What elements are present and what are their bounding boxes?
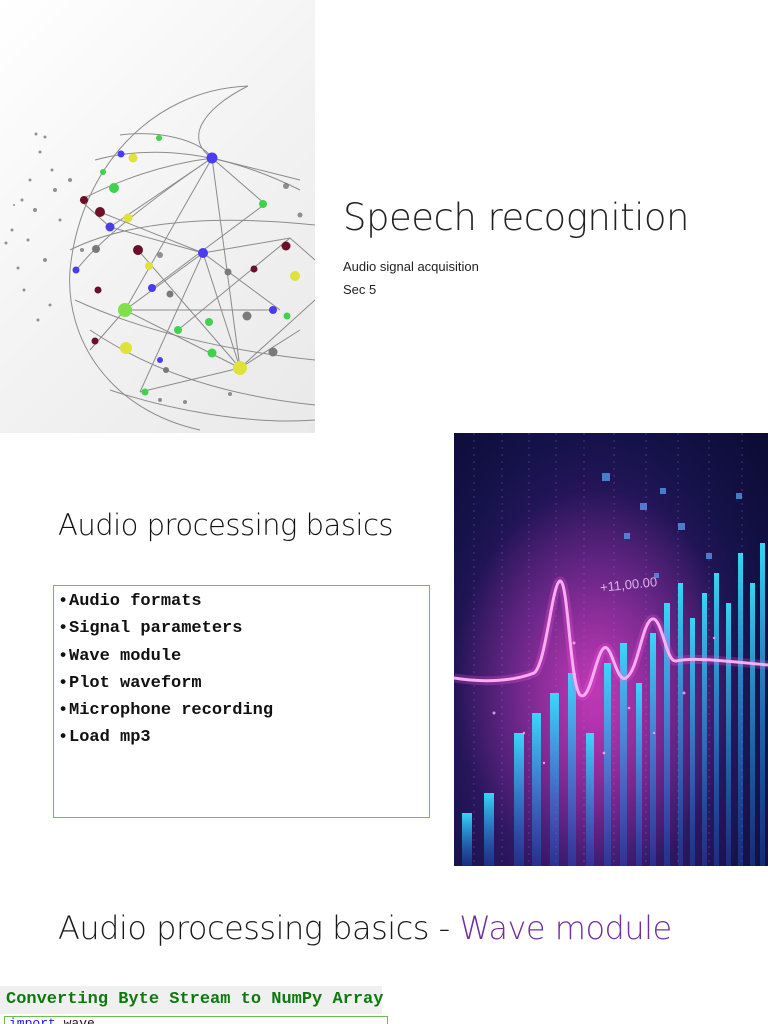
bullet-marker: • <box>58 673 69 693</box>
slide-heading-prefix: Audio processing basics - <box>58 909 460 947</box>
list-item-text: Load mp3 <box>69 728 151 748</box>
list-item: •Plot waveform <box>58 670 429 697</box>
code-keyword: import <box>9 1016 56 1024</box>
list-item: •Load mp3 <box>58 724 429 751</box>
slide-heading: Audio processing basics <box>58 508 394 542</box>
slide-audio-basics: Audio processing basics •Audio formats •… <box>0 433 768 866</box>
waveform-graphic <box>454 433 768 866</box>
bullet-marker: • <box>58 728 69 748</box>
code-section-header: Converting Byte Stream to NumPy Array <box>0 986 383 1014</box>
bullet-marker: • <box>58 701 69 721</box>
network-globe-illustration <box>0 0 315 433</box>
slide-heading-accent: Wave module <box>459 909 672 947</box>
code-block: import wave <box>4 1016 388 1024</box>
slide-title-text: Speech recognition <box>343 196 690 239</box>
list-item-text: Audio formats <box>69 592 202 611</box>
bullet-marker: • <box>58 592 69 611</box>
list-item: •Wave module <box>58 643 429 670</box>
list-item-text: Wave module <box>69 646 182 666</box>
list-item: •Audio formats <box>58 588 429 615</box>
section-label: Sec 5 <box>343 282 377 297</box>
bullet-list-box: •Audio formats •Signal parameters •Wave … <box>53 585 430 818</box>
audio-waveform-illustration: +11,00.00 <box>454 433 768 866</box>
slide-subtitle: Audio signal acquisition <box>343 259 479 274</box>
list-item-text: Plot waveform <box>69 673 202 693</box>
code-text: wave <box>55 1016 95 1024</box>
list-item: •Signal parameters <box>58 615 429 642</box>
list-item-text: Microphone recording <box>69 701 274 721</box>
slide-title: Speech recognition Audio signal acquisit… <box>0 0 768 433</box>
list-item: •Microphone recording <box>58 697 429 724</box>
slide-wave-module: Audio processing basics - Wave module Co… <box>0 866 768 1024</box>
list-item-text: Signal parameters <box>69 619 243 639</box>
slide-heading: Audio processing basics - Wave module <box>58 909 672 947</box>
network-globe-graphic <box>4 85 315 431</box>
bullet-marker: • <box>58 646 69 666</box>
bullet-marker: • <box>58 619 69 639</box>
